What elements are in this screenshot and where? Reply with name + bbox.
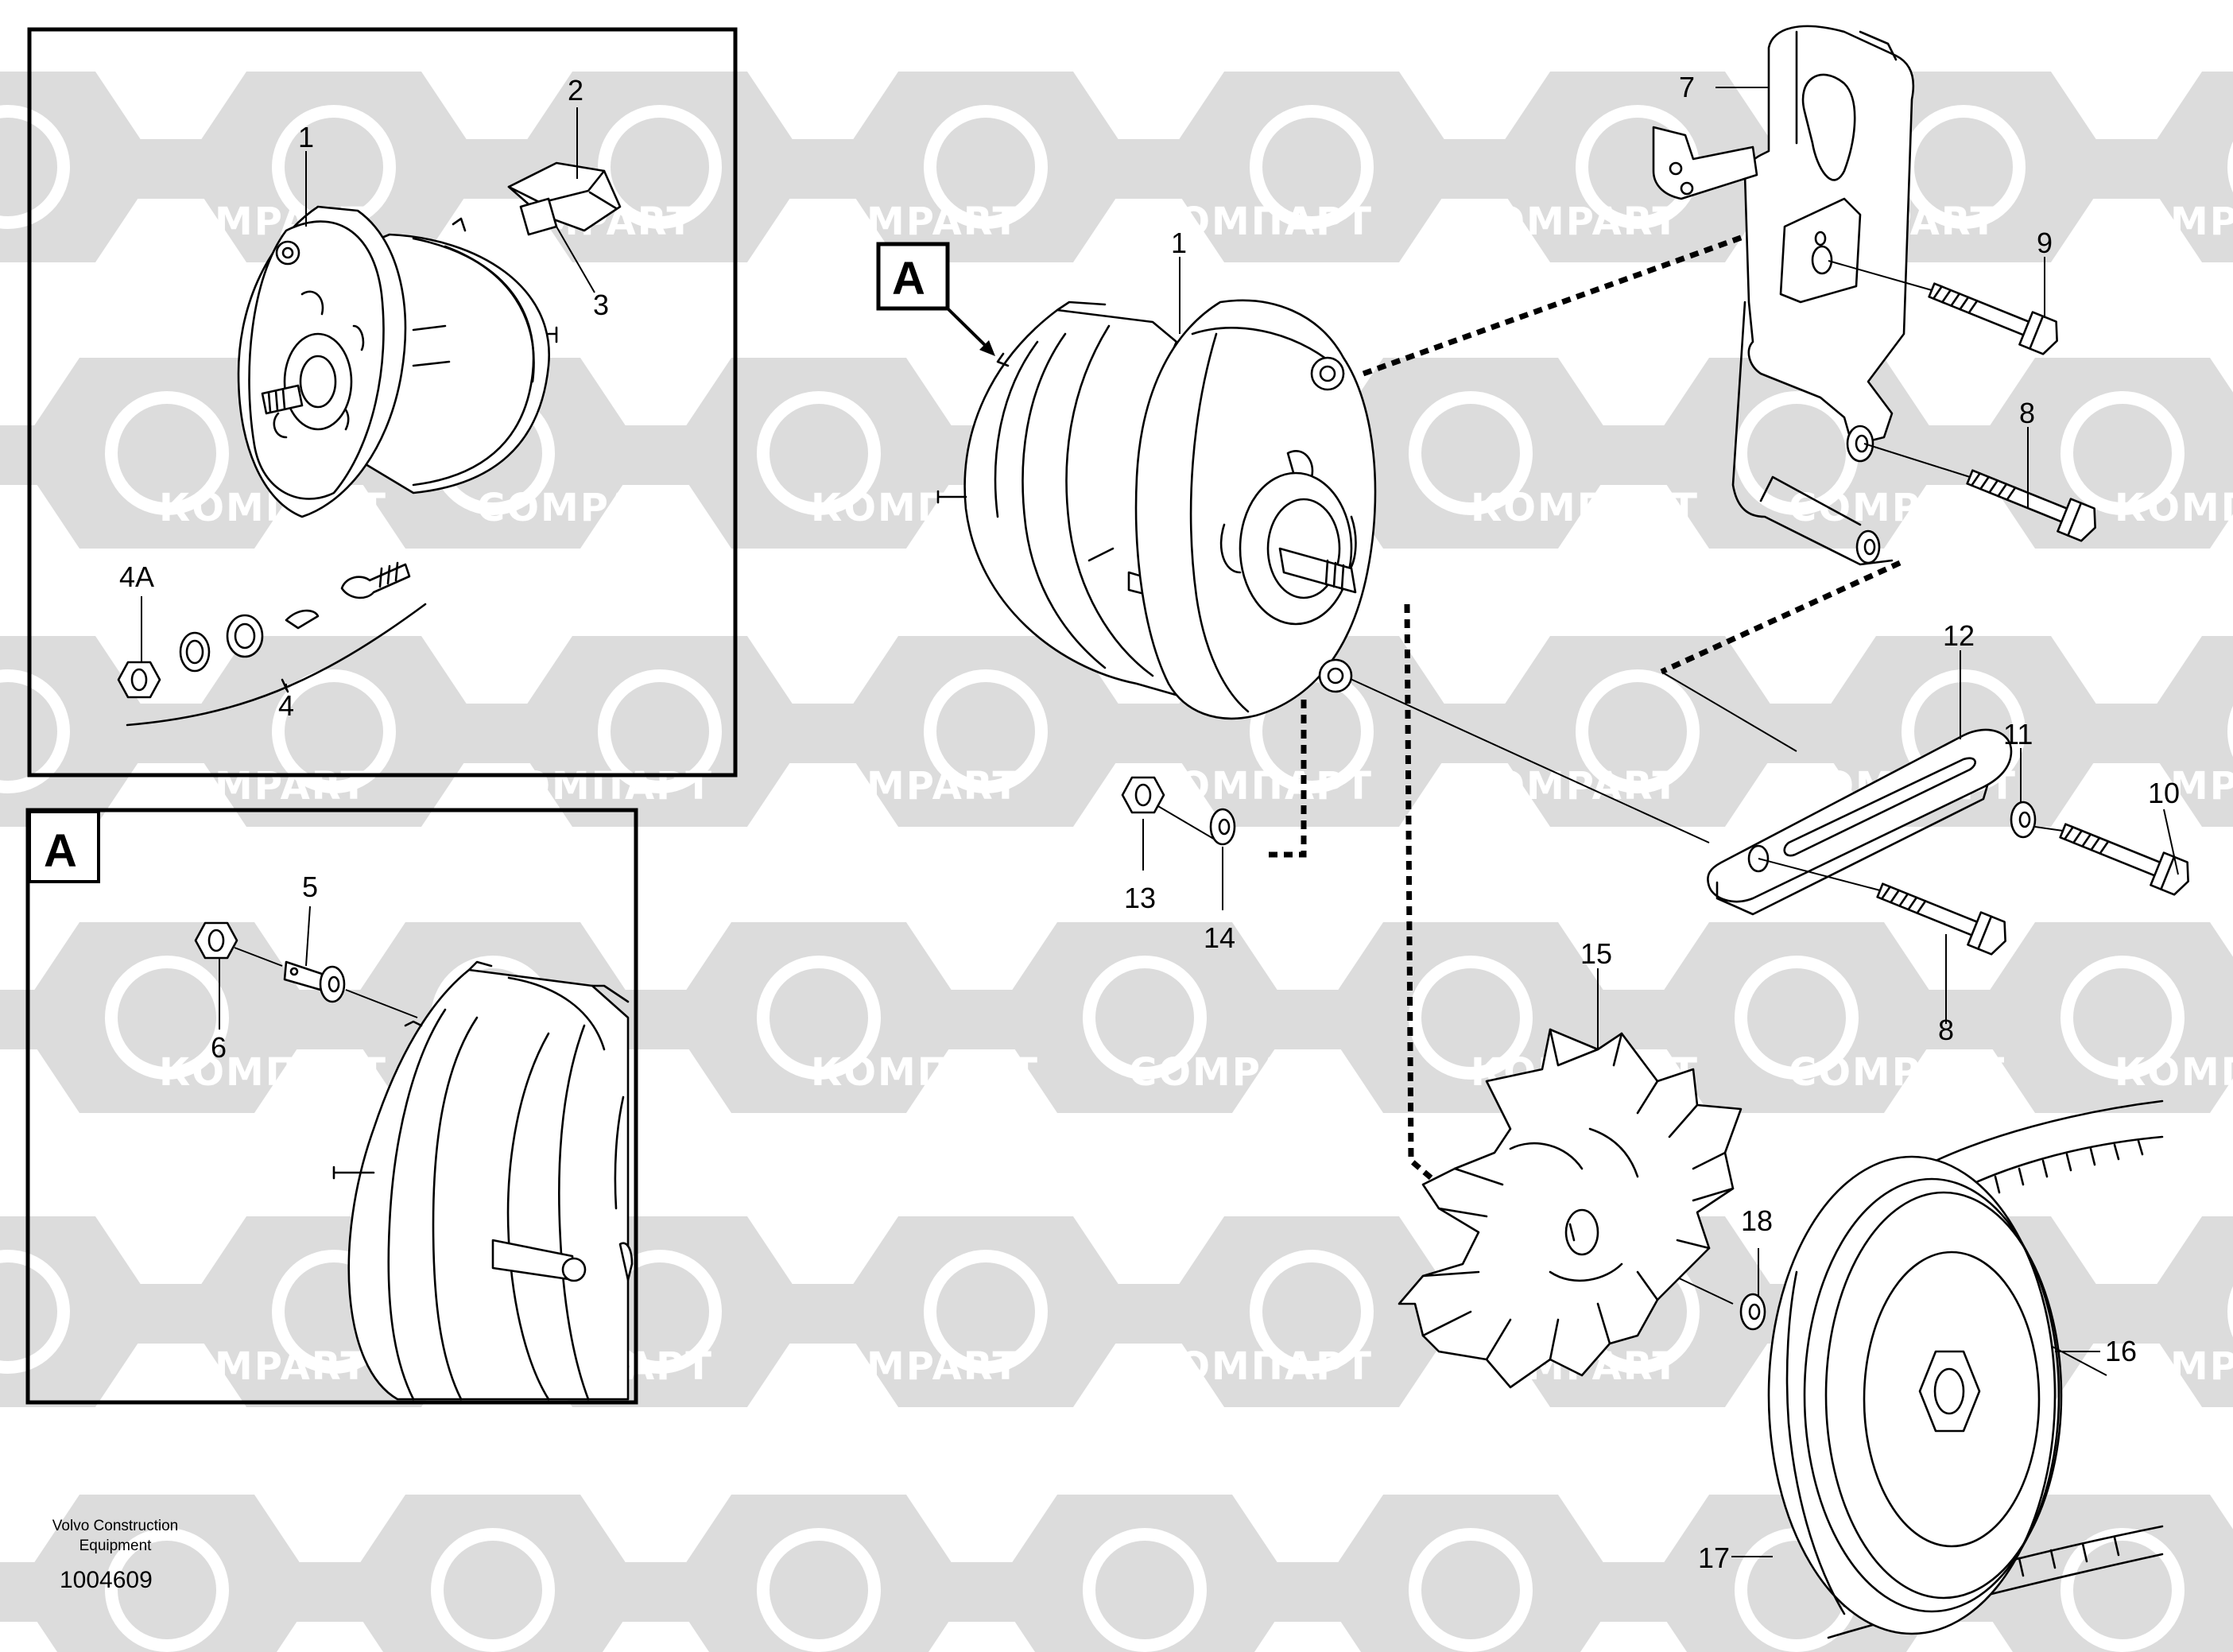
callout-18: 18: [1741, 1204, 1773, 1237]
main-alternator-drawing: [936, 299, 1377, 720]
callout-11: 11: [2003, 718, 2033, 750]
watermark-text: КОМПАРТ: [811, 1050, 1039, 1095]
washer-14: [1209, 808, 1236, 846]
inset-panel-alternator-kit: 1 2 3 4A 4: [27, 27, 738, 778]
watermark-text: COMPART: [1789, 486, 2006, 530]
watermark-text: COMPART: [2107, 200, 2233, 244]
assembly-path: [1264, 700, 1307, 858]
assembly-path: [1661, 671, 1797, 752]
watermark-text: КОМПАРТ: [1471, 486, 1699, 530]
callout-5: 5: [302, 871, 318, 903]
watermark-layer: COMPART COMPART COMPART КОМПАРТ COMPART …: [0, 72, 2233, 1652]
drawing-footer: Volvo Construction Equipment 1004609: [52, 1518, 178, 1593]
callout-17: 17: [1698, 1541, 1730, 1574]
watermark-text: КОМПАРТ: [1145, 1344, 1373, 1389]
inset-alternator-drawing: [237, 205, 558, 518]
footer-company-line1: Volvo Construction: [52, 1518, 178, 1534]
callout-12: 12: [1943, 619, 1975, 652]
watermark-text: COMPART: [2107, 764, 2233, 809]
drawing-number: 1004609: [60, 1567, 153, 1593]
assembly-path: [1362, 227, 1762, 377]
watermark-text: КОМПАРТ: [159, 1050, 387, 1095]
watermark-text: COMPART: [803, 200, 1020, 244]
callout-4: 4: [278, 689, 294, 722]
watermark-text: COMPART: [1129, 1050, 1346, 1095]
detail-tag: A: [44, 825, 77, 877]
detail-alternator-drawing: [332, 960, 634, 1401]
callout-14: 14: [1204, 921, 1235, 954]
nut-13: [1121, 776, 1165, 814]
view-a-marker: [876, 242, 950, 311]
callout-10: 10: [2148, 777, 2180, 809]
watermark-text: COMPART: [1789, 1050, 2006, 1095]
watermark-text: COMPART: [803, 1344, 1020, 1389]
bolt-9: [1924, 273, 2065, 359]
callout-15: 15: [1580, 937, 1612, 970]
callout-1-inset: 1: [298, 121, 314, 153]
watermark-text: КОМПАРТ: [1145, 200, 1373, 244]
callout-1-main: 1: [1171, 227, 1187, 259]
watermark-text: КОМПАРТ: [2115, 1050, 2233, 1095]
watermark-text: COMPART: [151, 1344, 368, 1389]
footer-company-line2: Equipment: [79, 1538, 153, 1554]
mounting-bracket-drawing: [1652, 25, 1915, 566]
callout-7: 7: [1679, 71, 1695, 103]
assembly-path: [1152, 802, 1221, 843]
detail-nut-washer: [194, 921, 418, 1018]
callout-6: 6: [211, 1031, 227, 1064]
watermark-text: COMPART: [1463, 764, 1680, 809]
watermark-text: КОМПАРТ: [485, 764, 713, 809]
callout-9: 9: [2037, 227, 2053, 259]
washer-11: [2010, 801, 2037, 839]
watermark-text: COMPART: [2107, 1344, 2233, 1389]
watermark-text: КОМПАРТ: [2115, 486, 2233, 530]
callout-13: 13: [1124, 882, 1156, 914]
main-assembly: A: [876, 25, 2196, 1639]
watermark-text: COMPART: [1463, 200, 1680, 244]
watermark-text: COMPART: [151, 764, 368, 809]
cooling-fan-drawing: [1398, 1028, 1743, 1389]
watermark-text: КОМПАРТ: [1145, 764, 1373, 809]
assembly-path: [1343, 675, 1710, 843]
callout-2: 2: [568, 74, 583, 107]
view-a-tag: A: [892, 253, 925, 304]
callout-3: 3: [593, 289, 609, 321]
inset-panel-detail-a: A 5 6: [25, 808, 638, 1405]
washer-18: [1739, 1293, 1766, 1331]
assembly-path: [1660, 560, 1902, 675]
watermark-text: COMPART: [803, 764, 1020, 809]
callout-16: 16: [2105, 1335, 2137, 1367]
callout-4a: 4A: [119, 560, 154, 593]
tension-strap-drawing: [1707, 728, 2013, 916]
callout-8-top: 8: [2019, 397, 2035, 429]
pulley-belt-drawing: [1767, 1099, 2164, 1639]
watermark-text: COMPART: [477, 486, 694, 530]
assembly-path: [1404, 603, 1441, 1187]
inset-hardware-row: [117, 561, 427, 727]
callout-8-bottom: 8: [1938, 1014, 1954, 1046]
